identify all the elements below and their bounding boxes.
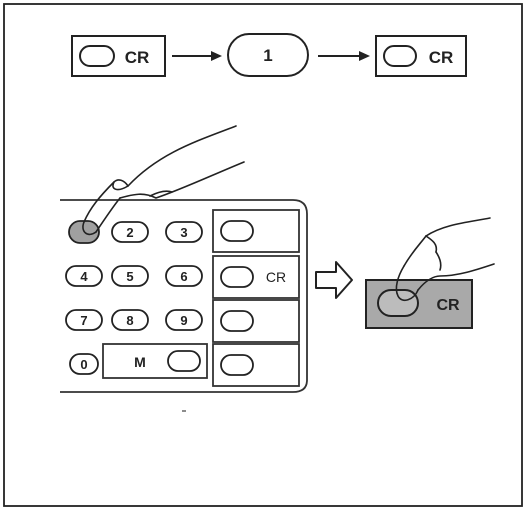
number-key: 5 (111, 265, 149, 287)
number-key: 4 (65, 265, 103, 287)
side-key-box (212, 255, 300, 299)
hand-pressing-icon (395, 217, 495, 302)
memory-key-box (102, 343, 208, 379)
number-key-label: 0 (80, 357, 87, 372)
oval-key-icon (220, 354, 254, 376)
oval-key-icon (383, 45, 417, 67)
step-1-label: CR (125, 48, 150, 67)
oval-key-icon (167, 350, 201, 372)
sequence-step-1: CR (71, 35, 166, 77)
side-key (220, 354, 254, 376)
transition-arrow-icon (315, 261, 353, 299)
number-key-label: 6 (180, 269, 187, 284)
oval-key-icon (220, 220, 254, 242)
number-key-label: 5 (126, 269, 133, 284)
step-3-label: CR (429, 48, 454, 67)
side-key-box (212, 343, 300, 387)
arrow-right-icon (172, 51, 222, 61)
sequence-step-3: CR (375, 35, 467, 77)
side-key-label: CR (266, 269, 286, 285)
number-key: 6 (165, 265, 203, 287)
keypad-panel: 2 3 4 5 6 7 8 9 0 M CR (60, 199, 308, 393)
number-key: 0 (69, 353, 99, 375)
memory-key-label: M (134, 354, 146, 370)
step-2-label: 1 (263, 46, 272, 65)
oval-key-icon (220, 310, 254, 332)
number-key-label: 2 (126, 225, 133, 240)
pressed-cr-key: CR (365, 279, 473, 329)
number-key: 2 (111, 221, 149, 243)
number-key-label: 7 (80, 313, 87, 328)
oval-key-icon (220, 266, 254, 288)
panel-outline (60, 199, 308, 393)
number-key: 9 (165, 309, 203, 331)
number-key-label: 3 (180, 225, 187, 240)
side-key (220, 220, 254, 242)
sequence-row: CR 1 CR (71, 33, 467, 77)
number-key-label: 8 (126, 313, 133, 328)
pressed-key-label: CR (436, 297, 460, 314)
sequence-step-2: 1 (227, 33, 309, 77)
memory-key: M (134, 350, 201, 372)
arrow-right-icon (318, 51, 370, 61)
number-key: 8 (111, 309, 149, 331)
number-key-label: 4 (80, 269, 88, 284)
oval-key-icon (79, 45, 115, 67)
side-key-box (212, 299, 300, 343)
oval-key-icon (377, 289, 419, 317)
number-key-label: 9 (180, 313, 187, 328)
number-key: 3 (165, 221, 203, 243)
side-key: CR (220, 266, 286, 288)
hand-pressing-icon (82, 125, 245, 236)
side-key-box (212, 209, 300, 253)
diagram-frame (3, 3, 523, 507)
side-key (220, 310, 254, 332)
number-key: 7 (65, 309, 103, 331)
